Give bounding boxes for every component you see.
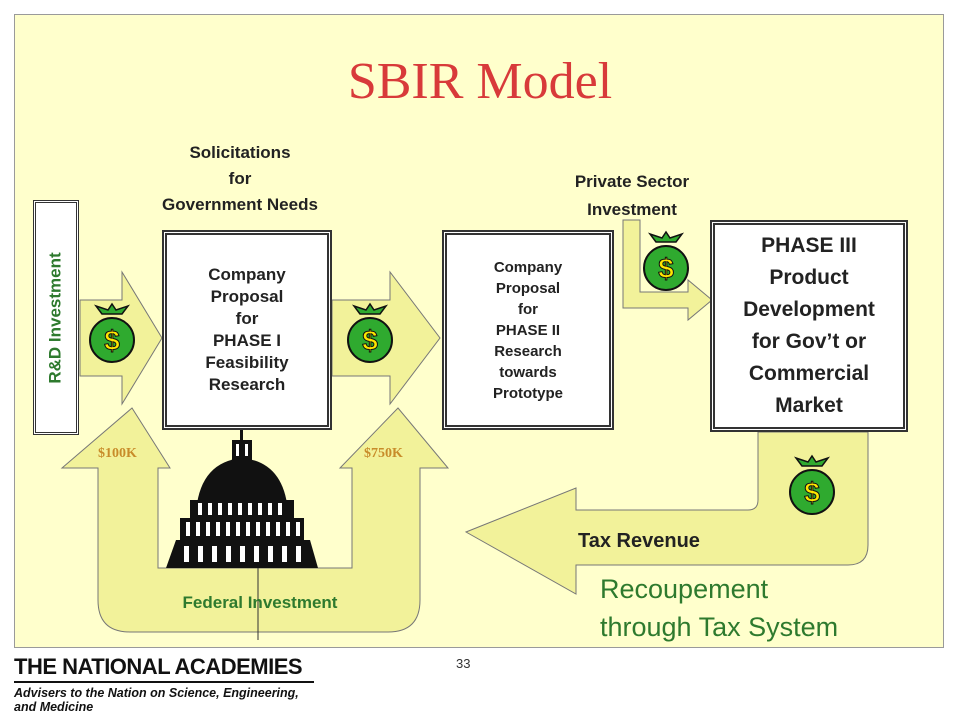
money-bag-icon: $ <box>89 302 135 363</box>
slide-title: SBIR Model <box>347 53 613 110</box>
phase3-line: Product <box>769 266 849 289</box>
tax-revenue-label: Tax Revenue <box>578 530 700 552</box>
private-sector-line: Private Sector <box>574 172 690 191</box>
recoupement-line: Recoupement <box>600 574 769 604</box>
phase2-line: Prototype <box>492 384 563 402</box>
capitol-building-icon <box>166 428 318 568</box>
phase2-line: towards <box>499 363 557 381</box>
recoupement-label: Recoupement through Tax System <box>600 570 838 646</box>
arrow-federal-investment <box>60 407 450 633</box>
svg-text:$: $ <box>104 325 120 356</box>
solicitations-line: Government Needs <box>162 195 318 214</box>
private-sector-label: Private Sector Investment <box>532 168 732 224</box>
phase1-line: for <box>235 309 259 328</box>
phase3-line: Market <box>775 394 843 417</box>
phase2-box: Company Proposal for PHASE II Research t… <box>442 230 614 430</box>
phase2-amount: $750K <box>364 446 403 461</box>
phase3-box: PHASE III Product Development for Gov’t … <box>710 220 908 432</box>
solicitations-label: Solicitations for Government Needs <box>118 140 362 218</box>
svg-text:$: $ <box>362 325 378 356</box>
phase1-amount: $100K <box>98 446 137 461</box>
rd-investment-box: R&D Investment <box>33 200 79 435</box>
national-academies-logo: THE NATIONAL ACADEMIES Advisers to the N… <box>14 654 314 714</box>
private-sector-line: Investment <box>587 200 677 219</box>
phase1-box: Company Proposal for PHASE I Feasibility… <box>162 230 332 430</box>
svg-text:$: $ <box>804 477 820 508</box>
phase1-line: Research <box>208 375 286 394</box>
phase1-line: PHASE I <box>212 331 281 350</box>
arrow-private-sector <box>622 219 713 322</box>
phase1-line: Company <box>208 265 286 284</box>
federal-investment-label: Federal Investment <box>182 593 338 612</box>
phase1-line: Proposal <box>210 287 284 306</box>
page-number: 33 <box>456 656 471 671</box>
solicitations-line: Solicitations <box>189 143 291 162</box>
money-bag-icon: $ <box>347 302 393 363</box>
money-bag-icon: $ <box>643 230 689 291</box>
arrow-tax-revenue <box>464 431 869 595</box>
recoupement-line: through Tax System <box>600 612 839 642</box>
phase2-line: Proposal <box>495 279 561 297</box>
logo-tagline: Advisers to the Nation on Science, Engin… <box>14 686 299 714</box>
phase2-line: Research <box>494 342 562 360</box>
svg-text:$: $ <box>658 253 674 284</box>
phase3-line: Commercial <box>748 362 870 385</box>
solicitations-line: for <box>228 169 252 188</box>
phase3-line: for Gov’t or <box>751 330 867 353</box>
phase1-line: Feasibility <box>205 353 289 372</box>
logo-name: THE NATIONAL ACADEMIES <box>14 654 314 683</box>
phase2-line: for <box>517 300 538 318</box>
phase2-line: Company <box>493 258 563 276</box>
money-bag-icon: $ <box>789 454 835 515</box>
phase3-line: PHASE III <box>761 234 857 257</box>
rd-investment-label: R&D Investment <box>46 251 65 384</box>
phase2-line: PHASE II <box>495 321 561 339</box>
phase3-line: Development <box>743 298 875 321</box>
